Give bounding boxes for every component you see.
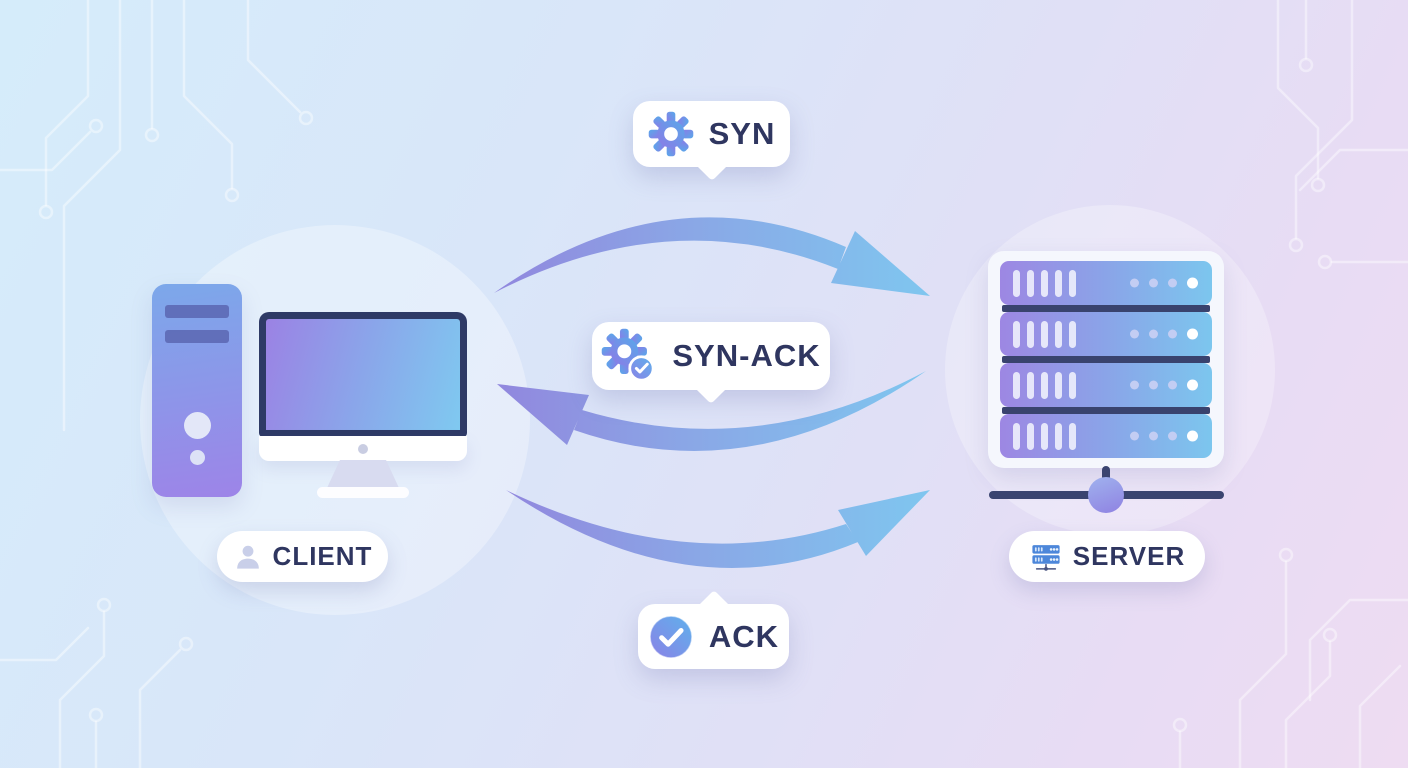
server-network-node — [1088, 477, 1124, 513]
server-status-lights — [1130, 328, 1198, 340]
syn-ack-label: SYN-ACK — [672, 338, 821, 373]
server-unit — [1000, 363, 1212, 407]
client-monitor-stand — [327, 460, 399, 488]
tower-vent-slat — [165, 330, 229, 343]
server-unit — [1000, 414, 1212, 458]
ack-message-bubble: ACK — [638, 590, 789, 669]
ack-label: ACK — [708, 618, 780, 654]
tower-power-button — [184, 412, 211, 439]
server-rack-illustration — [988, 251, 1224, 468]
server-unit — [1000, 261, 1212, 305]
server-status-lights — [1130, 430, 1198, 442]
syn-arrow — [494, 217, 930, 296]
client-monitor-base — [317, 487, 409, 498]
tower-vent-slat — [165, 305, 229, 318]
syn-message-bubble: SYN — [633, 101, 790, 181]
syn-ack-arrow — [497, 371, 926, 452]
server-rack-divider — [1002, 356, 1210, 363]
syn-ack-message-bubble: SYN-ACK — [592, 322, 830, 404]
server-rack-divider — [1002, 305, 1210, 312]
server-name-pill: SERVER — [1009, 531, 1205, 582]
gear-check-icon — [602, 328, 655, 382]
server-status-lights — [1130, 379, 1198, 391]
server-status-lights — [1130, 277, 1198, 289]
check-circle-icon — [649, 614, 693, 659]
syn-label: SYN — [708, 116, 776, 151]
client-label: CLIENT — [272, 541, 373, 571]
ack-arrow — [506, 490, 930, 568]
server-rack-divider — [1002, 407, 1210, 414]
server-label: SERVER — [1072, 541, 1186, 571]
server-unit — [1000, 312, 1212, 356]
person-icon — [233, 542, 263, 572]
client-monitor-chin — [259, 436, 467, 461]
client-tower-illustration — [152, 284, 242, 497]
client-name-pill: CLIENT — [217, 531, 388, 582]
tower-small-button — [190, 450, 205, 465]
gear-icon — [648, 111, 694, 157]
server-icon — [1029, 540, 1063, 574]
client-monitor-screen — [259, 312, 467, 437]
monitor-logo-dot — [358, 444, 368, 454]
